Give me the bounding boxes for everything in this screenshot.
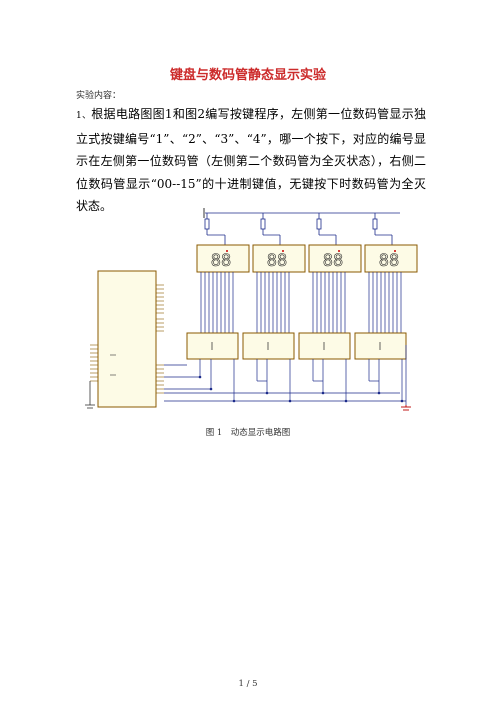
seven-segment-display-3 (308, 244, 362, 273)
seven-segment-display-4 (364, 244, 418, 273)
seven-segment-display-2 (252, 244, 306, 273)
latch-chip-1 (186, 332, 239, 360)
section-label: 实验内容： (76, 91, 122, 101)
paragraph-text: 根据电路图图1和图2编写按键程序，左侧第一位数码管显示独立式按键编号“1”、“2… (76, 107, 426, 213)
body-paragraph: 1、根据电路图图1和图2编写按键程序，左侧第一位数码管显示独立式按键编号“1”、… (76, 103, 426, 218)
page-number: 1 / 5 (238, 679, 258, 689)
resistor-group (204, 213, 393, 245)
latch-chip-3 (298, 332, 351, 360)
item-number: 1、 (76, 111, 92, 121)
figure-caption: 图 1 动态显示电路图 (205, 428, 291, 438)
seven-segment-display-1 (196, 244, 250, 273)
microcontroller-chip (90, 270, 164, 408)
document-title: 键盘与数码管静态显示实验 (169, 68, 326, 83)
latch-chip-4 (354, 332, 407, 360)
circuit-diagram: 88 (85, 208, 418, 411)
latch-chip-2 (242, 332, 295, 360)
